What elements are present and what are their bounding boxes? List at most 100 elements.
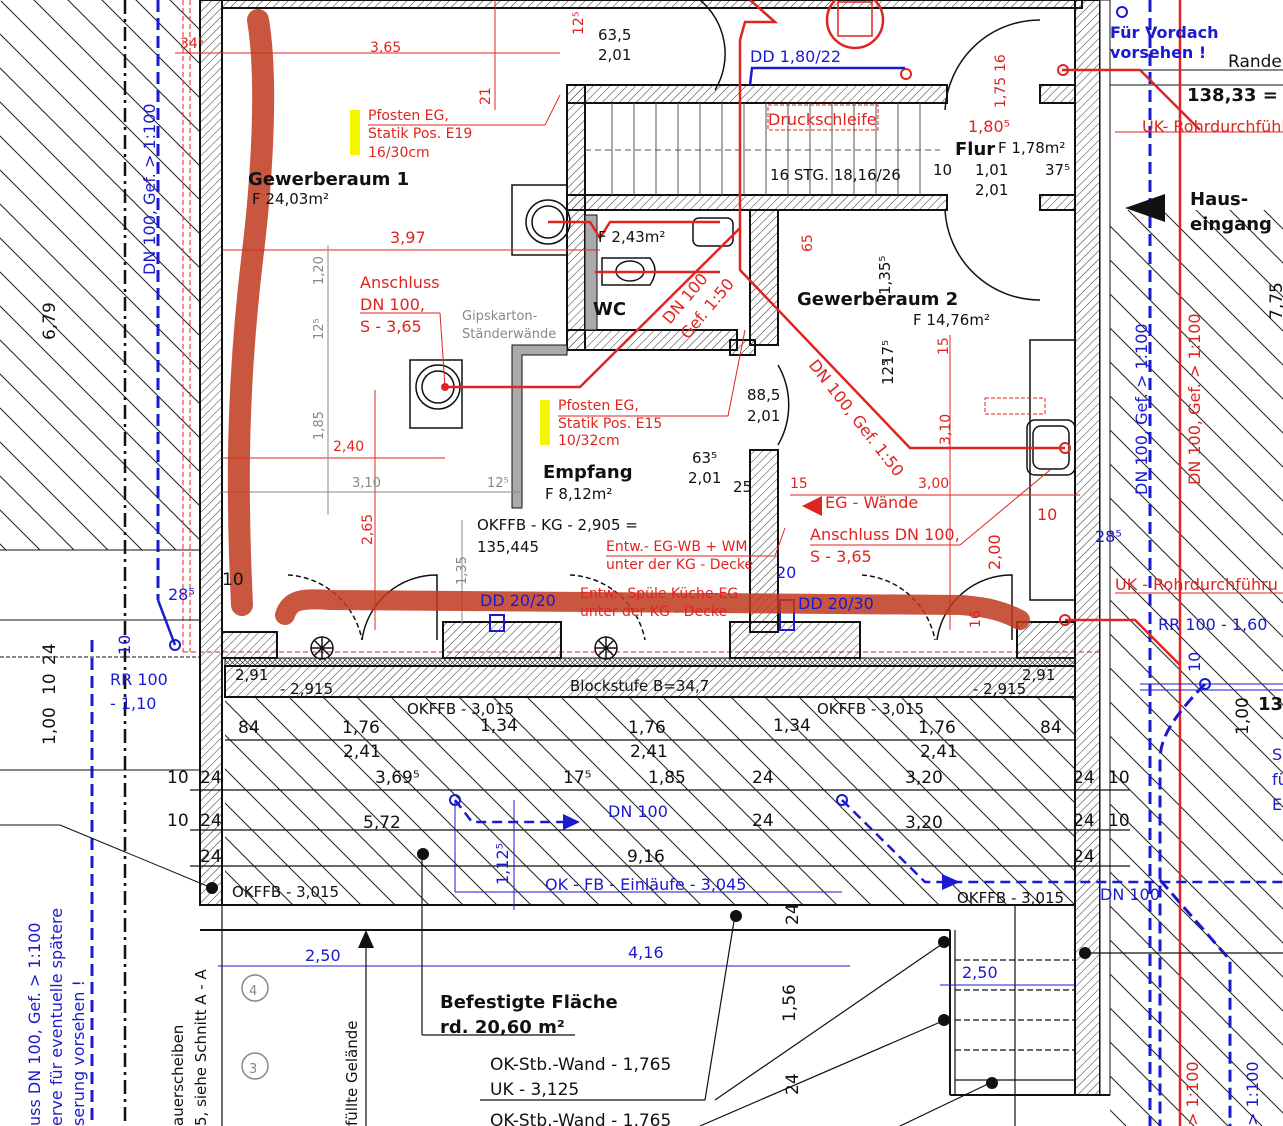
blue-connection: [1116, 6, 1128, 18]
label-r2-320: 3,20: [905, 813, 943, 833]
label-uk-rohr-2: UK - Rohrdurchführu: [1115, 575, 1278, 594]
label-r-300: 3,00: [918, 476, 949, 492]
label-r3-24: 24: [200, 847, 222, 867]
leader-dots: [206, 848, 1091, 1089]
label-dim-775: 7,75: [1267, 282, 1283, 320]
label-g-125a: 12⁵: [312, 318, 327, 340]
label-r-21: 21: [478, 87, 494, 105]
label-rr-110: - 1,10: [110, 694, 156, 713]
label-dim-100-r: 1,00: [1233, 697, 1253, 735]
label-r-310: 3,10: [938, 414, 954, 445]
label-empfang-area: F 8,12m²: [545, 485, 612, 503]
label-gew1-area: F 24,03m²: [252, 190, 329, 208]
label-befestigte: Befestigte Fläche: [440, 992, 618, 1013]
leader-line: [59, 824, 213, 889]
label-r2-10: 10: [167, 811, 189, 831]
label-entw2-a: Entw.- Spüle Küche-EG: [580, 586, 738, 602]
label-b-10l: 10: [115, 635, 134, 655]
label-rr-160: RR 100 - 1,60: [1158, 615, 1267, 634]
pipe-connection: [1059, 614, 1071, 626]
label-door3-25: 25: [733, 478, 752, 496]
label-okstb-2: OK-Stb.-Wand - 1,765: [490, 1111, 671, 1126]
label-okffb-1: OKFFB - 3,015: [407, 700, 514, 718]
label-stairs: 16 STG. 18,16/26: [770, 166, 901, 184]
label-post1-a: Pfosten EG,: [368, 108, 449, 124]
drain-pipes-red: [445, 0, 1201, 666]
label-door3-w: 63⁵: [692, 449, 717, 467]
label-okffb-4: OKFFB - 3,015: [957, 889, 1064, 907]
label-lvl-291-l: 2,91: [235, 666, 268, 684]
label-post1-b: Statik Pos. E19: [368, 126, 472, 142]
label-druckschleife: Druckschleife: [768, 110, 877, 129]
label-d176-3: 1,76: [918, 718, 956, 738]
label-d134-2: 1,34: [773, 716, 811, 736]
markup-brush-stroke: [227, 9, 275, 616]
label-d176-1: 1,76: [342, 718, 380, 738]
label-r3-24b: 24: [1073, 847, 1095, 867]
blue-connection: [1199, 678, 1211, 690]
label-dd-2030: DD 20/30: [798, 594, 874, 613]
label-blockstufe: Blockstufe B=34,7: [570, 677, 709, 695]
label-k-125: 12⁵: [879, 360, 897, 385]
label-r2-24: 24: [200, 811, 222, 831]
label-dim-679: 6,79: [40, 302, 60, 340]
label-d241-3: 2,41: [920, 742, 958, 762]
label-b-285r: 28⁵: [1095, 527, 1122, 546]
label-post2-b: Statik Pos. E15: [558, 416, 662, 432]
label-d84-l: 84: [238, 718, 260, 738]
label-lvl-2915-r: - 2,915: [973, 680, 1026, 698]
label-vordach-b: vorsehen !: [1110, 43, 1206, 62]
label-anschl2-b: S - 3,65: [810, 547, 872, 566]
label-dim-10b: 10: [40, 673, 60, 695]
label-g-125b: 12⁵: [487, 476, 509, 491]
label-r1-10: 10: [167, 768, 189, 788]
label-r1-24c: 24: [1073, 768, 1095, 788]
label-note-c: serung vorsehen !: [69, 980, 88, 1126]
label-r-125: 12⁵: [571, 12, 587, 35]
blue-dims: [218, 683, 1283, 986]
label-door1-w: 63,5: [598, 26, 631, 44]
label-g-135: 1,35: [455, 556, 470, 585]
label-r1-24: 24: [200, 768, 222, 788]
label-b-s: S: [1272, 745, 1282, 764]
label-b-250a: 2,50: [305, 946, 341, 965]
label-red-dn-right: DN 100, Gef. > 1:100: [1185, 313, 1204, 485]
label-r2-572: 5,72: [363, 813, 401, 833]
label-gips-a: Gipskarton-: [462, 309, 538, 324]
blue-pipe-curve: [1158, 682, 1232, 1126]
label-post1-c: 16/30cm: [368, 145, 430, 161]
label-d241-2: 2,41: [630, 742, 668, 762]
label-uk-3125: UK - 3,125: [490, 1080, 579, 1100]
red-arrow: [802, 496, 822, 516]
label-vordach-a: Für Vordach: [1110, 23, 1219, 42]
label-r-397: 3,97: [390, 228, 426, 247]
label-lvl-291-r: 2,91: [1022, 666, 1055, 684]
label-gips-b: Ständerwände: [462, 327, 556, 342]
red-dims: [175, 0, 1283, 630]
label-r-240: 2,40: [333, 439, 364, 455]
label-dim-100: 1,00: [40, 707, 60, 745]
label-gelaende: füllte Gelände: [343, 1021, 361, 1126]
label-door1-h: 2,01: [598, 46, 631, 64]
label-k-175: 17⁵: [879, 340, 897, 365]
label-d24-s2: 24: [783, 1073, 803, 1095]
section-arrow: [358, 930, 374, 948]
label-anschluss-b: DN 100,: [360, 295, 425, 314]
label-uk-rohr-1: UK- Rohrdurchfühl: [1142, 117, 1283, 136]
pipe-connection: [1059, 442, 1071, 454]
label-r-345: 34⁵: [180, 36, 203, 52]
terrace-lines: [190, 739, 1283, 1126]
label-blue-dn-left: DN 100, Gef. > 1:100: [140, 103, 159, 275]
label-r-200: 2,00: [985, 534, 1004, 570]
label-r2-24c: 24: [1073, 811, 1095, 831]
label-g-310: 3,10: [352, 476, 381, 491]
label-k-1355: 1,35⁵: [876, 256, 894, 295]
label-r-65: 65: [800, 234, 816, 252]
label-axis-3: 3: [249, 1062, 257, 1077]
label-b-285l: 28⁵: [168, 585, 195, 604]
label-schnitt-1: auerscheiben: [169, 1025, 187, 1126]
label-wc-title: WC: [593, 299, 626, 320]
label-blue-bottom: > 1:100: [1243, 1061, 1262, 1126]
label-okffb-3: OKFFB - 3,015: [232, 883, 339, 901]
label-r1-3695: 3,69⁵: [375, 768, 420, 788]
